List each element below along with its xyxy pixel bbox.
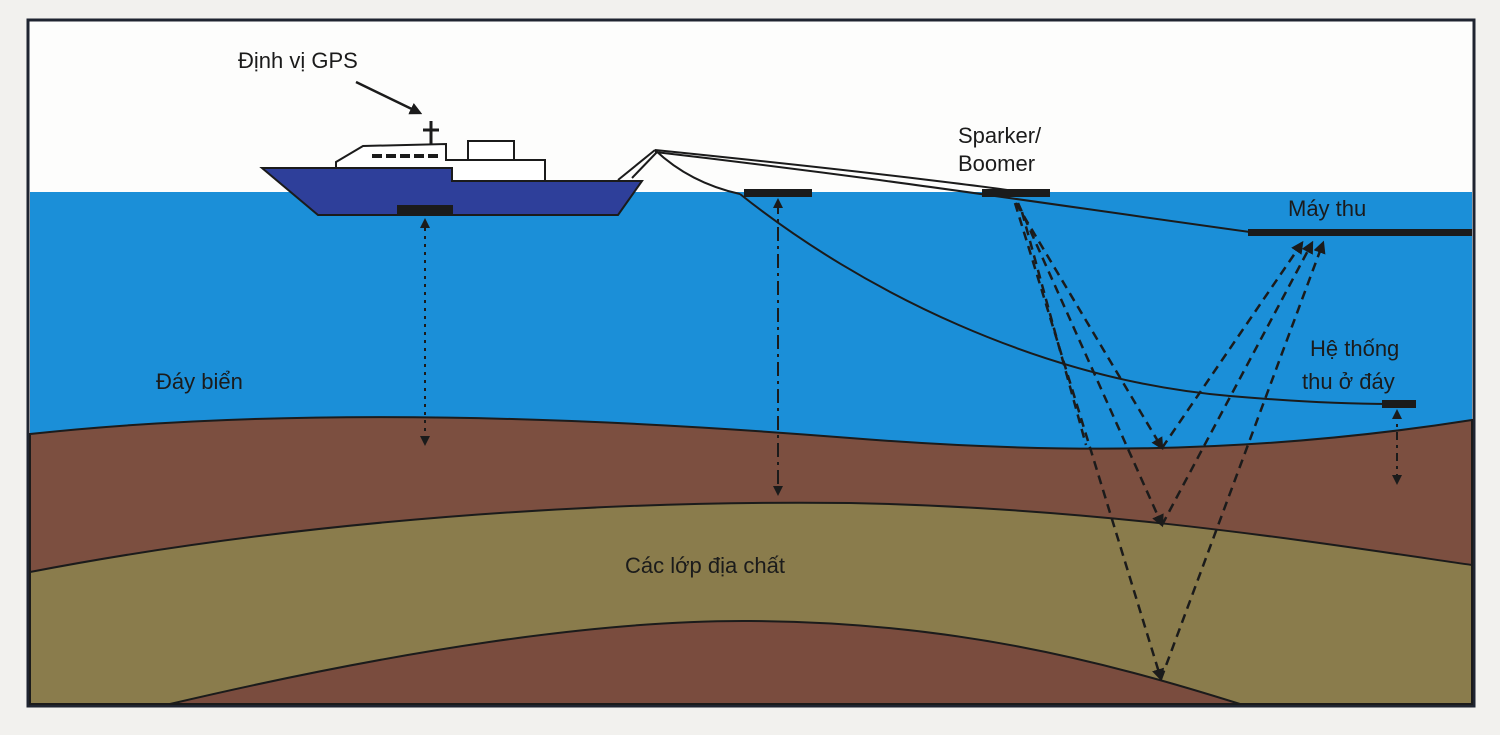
gps-antenna-icon	[423, 121, 439, 144]
sea-water	[30, 192, 1472, 462]
bottom-system-label-line2: thu ở đáy	[1302, 369, 1395, 394]
sparker-label-line1: Sparker/	[958, 123, 1042, 148]
seabed-label: Đáy biển	[156, 369, 243, 394]
bottom-receiver	[1382, 400, 1416, 408]
depth-measurements	[420, 198, 1402, 496]
ship-bridge	[467, 140, 515, 161]
gps-label: Định vị GPS	[238, 48, 358, 73]
survey-ship	[259, 121, 644, 216]
seismic-ray-paths	[1013, 202, 1326, 682]
surface-sensor	[744, 189, 812, 197]
receiver-streamer	[1248, 229, 1472, 236]
geological-layers-label: Các lớp địa chất	[625, 553, 785, 578]
lower-geological-layer	[169, 619, 1241, 705]
bottom-system-cable	[739, 193, 1391, 405]
ship-transducer	[397, 205, 453, 214]
sparker-boomer-source	[982, 189, 1050, 197]
receiver-label: Máy thu	[1288, 196, 1366, 221]
bottom-system-label-line1: Hệ thống	[1310, 336, 1399, 361]
gps-pointer-arrow	[355, 80, 423, 115]
sparker-label-line2: Boomer	[958, 151, 1035, 176]
middle-geological-layer	[29, 501, 1473, 705]
ship-cabin	[335, 142, 546, 182]
